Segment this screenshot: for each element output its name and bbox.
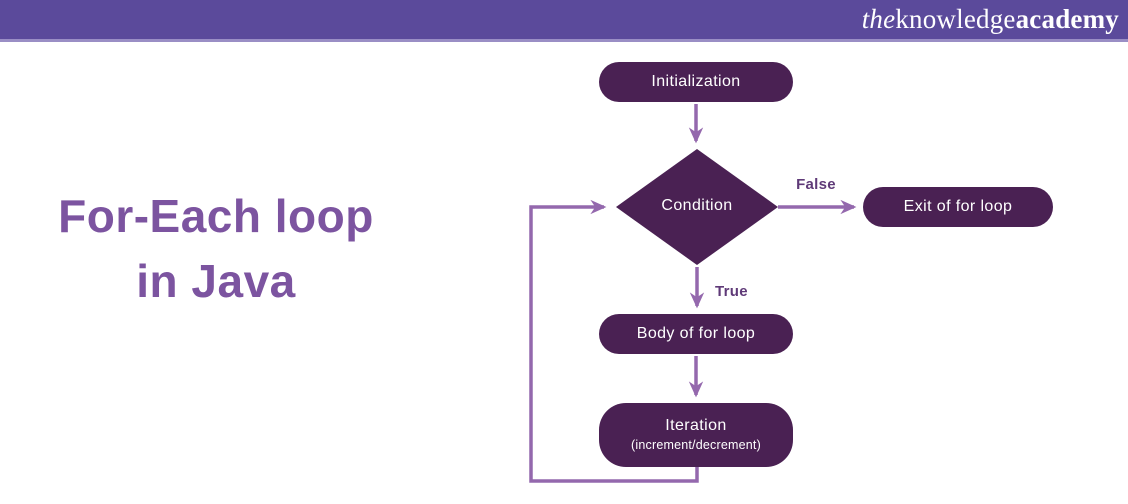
- page-title: For-Each loop in Java: [18, 184, 414, 315]
- node-iteration: Iteration (increment/decrement): [599, 403, 793, 467]
- header-bar: theknowledgeacademy: [0, 0, 1128, 42]
- logo-the: the: [861, 4, 896, 34]
- edge-label-true: True: [715, 283, 748, 300]
- node-iteration-label: Iteration: [665, 417, 727, 435]
- node-initialization-label: Initialization: [651, 73, 741, 90]
- brand-logo: theknowledgeacademy: [862, 6, 1119, 33]
- edge-iteration-loopback-to-condition: [529, 199, 699, 483]
- title-line-1: For-Each loop: [58, 190, 374, 242]
- condition-diamond: [616, 149, 778, 265]
- node-exit-label: Exit of for loop: [903, 198, 1013, 215]
- node-iteration-sublabel: (increment/decrement): [631, 438, 761, 453]
- node-exit-of-for-loop: Exit of for loop: [863, 187, 1053, 227]
- node-body-of-for-loop: Body of for loop: [599, 314, 793, 354]
- node-condition-label: Condition: [661, 197, 733, 214]
- node-body-label: Body of for loop: [636, 325, 756, 342]
- logo-academy: academy: [1015, 4, 1119, 34]
- edge-label-false: False: [796, 176, 836, 193]
- logo-knowledge: knowledge: [895, 4, 1016, 34]
- node-initialization: Initialization: [599, 62, 793, 102]
- title-line-2: in Java: [136, 255, 296, 308]
